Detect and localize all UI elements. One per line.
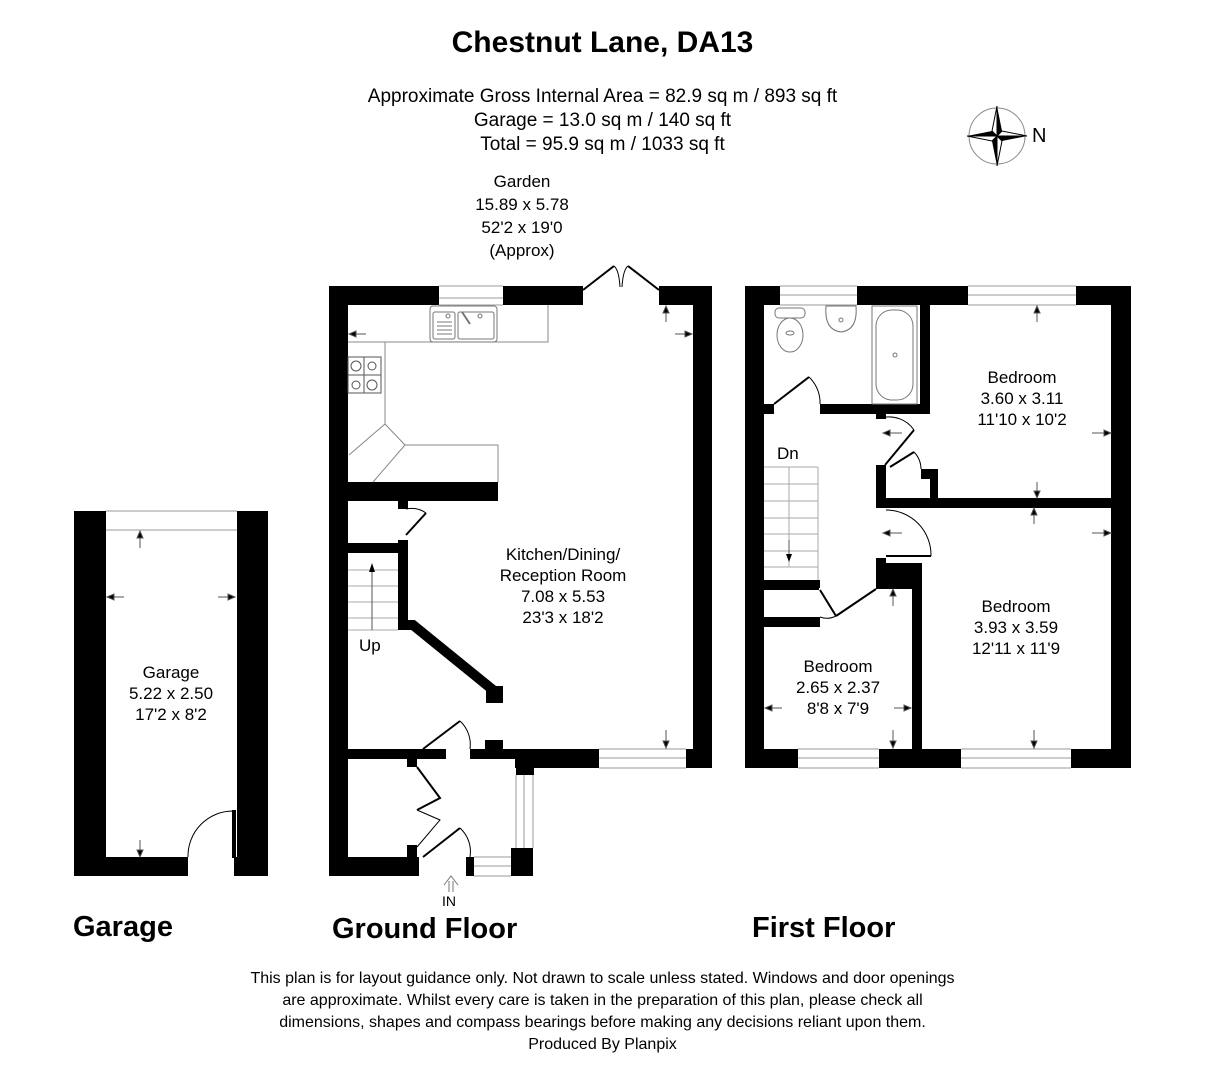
first-floor-label: First Floor	[752, 912, 896, 944]
ground-floor-windows	[439, 285, 686, 877]
garage-door-swing	[187, 810, 234, 858]
bedroom-3-label: Bedroom 2.65 x 2.37 8'8 x 7'9	[796, 656, 880, 719]
compass-rose-icon	[966, 105, 1028, 167]
kitchen-name: Kitchen/Dining/	[505, 545, 621, 564]
garden-name: Garden	[493, 172, 551, 191]
bedroom-2-name: Bedroom	[981, 597, 1051, 616]
first-floor-walls	[745, 286, 1131, 768]
first-floor-stairs	[764, 466, 819, 580]
kitchen-metric: 7.08 x 5.53	[520, 587, 606, 606]
washbasin-icon	[825, 305, 857, 333]
ground-floor-doors	[405, 507, 471, 858]
bedroom-1-imperial: 11'10 x 10'2	[977, 410, 1067, 429]
entrance-label: IN	[442, 893, 456, 909]
toilet-icon	[774, 307, 806, 353]
compass-north-label: N	[1032, 125, 1047, 147]
garage-room-label: Garage 5.22 x 2.50 17'2 x 8'2	[129, 662, 213, 725]
bedroom-3-imperial: 8'8 x 7'9	[806, 699, 870, 718]
bathtub-icon	[871, 305, 918, 405]
stairs-up-label: Up	[359, 636, 381, 655]
garage-area: Garage = 13.0 sq m / 140 sq ft	[473, 110, 732, 131]
hob-icon	[347, 356, 382, 394]
first-floor-windows	[780, 285, 1076, 769]
garden-metric: 15.89 x 5.78	[475, 195, 569, 214]
bedroom-3-metric: 2.65 x 2.37	[795, 678, 881, 697]
garden-imperial: 52'2 x 19'0	[481, 218, 563, 237]
garage-name: Garage	[142, 663, 200, 682]
garage-walls	[74, 511, 268, 876]
kitchen-imperial: 23'3 x 18'2	[522, 608, 604, 627]
gross-internal-area: Approximate Gross Internal Area = 82.9 s…	[367, 86, 838, 107]
disclaimer: This plan is for layout guidance only. N…	[0, 968, 1205, 1056]
disclaimer-line-2: are approximate. Whilst every care is ta…	[282, 992, 923, 1009]
disclaimer-line-3: dimensions, shapes and compass bearings …	[279, 1014, 926, 1031]
page-title: Chestnut Lane, DA13	[451, 26, 754, 59]
bedroom-3-name: Bedroom	[803, 657, 873, 676]
stair-diagonal-wall	[403, 620, 497, 694]
garage-floor-label: Garage	[73, 911, 173, 943]
garden-note: (Approx)	[489, 241, 555, 260]
first-floor-dimension-arrows	[763, 304, 1113, 750]
bedroom-2-metric: 3.93 x 3.59	[973, 618, 1059, 637]
garden-label: Garden 15.89 x 5.78 52'2 x 19'0 (Approx)	[475, 170, 569, 262]
first-floor-doors	[773, 376, 932, 619]
french-doors	[582, 265, 660, 291]
kitchen-sink-icon	[429, 305, 498, 343]
ground-floor-dimension-arrows	[347, 304, 694, 750]
kitchen-name-line2: Reception Room	[499, 566, 627, 585]
entrance-arrow-icon	[443, 875, 459, 892]
bedroom-1-label: Bedroom 3.60 x 3.11 11'10 x 10'2	[977, 367, 1066, 430]
garage-window	[106, 510, 237, 531]
ground-floor-stairs	[348, 569, 398, 631]
bedroom-1-name: Bedroom	[987, 368, 1057, 387]
bedroom-2-imperial: 12'11 x 11'9	[971, 639, 1061, 658]
garage-metric: 5.22 x 2.50	[128, 684, 214, 703]
ground-floor-walls	[329, 286, 712, 876]
ground-floor-label: Ground Floor	[332, 913, 518, 945]
stair-down-arrow	[786, 540, 792, 562]
garage-dimension-arrows	[105, 529, 237, 859]
stairs-down-label: Dn	[777, 444, 799, 463]
disclaimer-line-1: This plan is for layout guidance only. N…	[250, 970, 955, 987]
total-area: Total = 95.9 sq m / 1033 sq ft	[480, 134, 725, 155]
bedroom-2-label: Bedroom 3.93 x 3.59 12'11 x 11'9	[972, 596, 1060, 659]
kitchen-room-label: Kitchen/Dining/ Reception Room 7.08 x 5.…	[500, 544, 627, 628]
bedroom-1-metric: 3.60 x 3.11	[980, 389, 1064, 408]
garage-imperial: 17'2 x 8'2	[135, 705, 207, 724]
producer-credit: Produced By Planpix	[528, 1036, 677, 1053]
stair-up-arrow	[369, 563, 375, 630]
